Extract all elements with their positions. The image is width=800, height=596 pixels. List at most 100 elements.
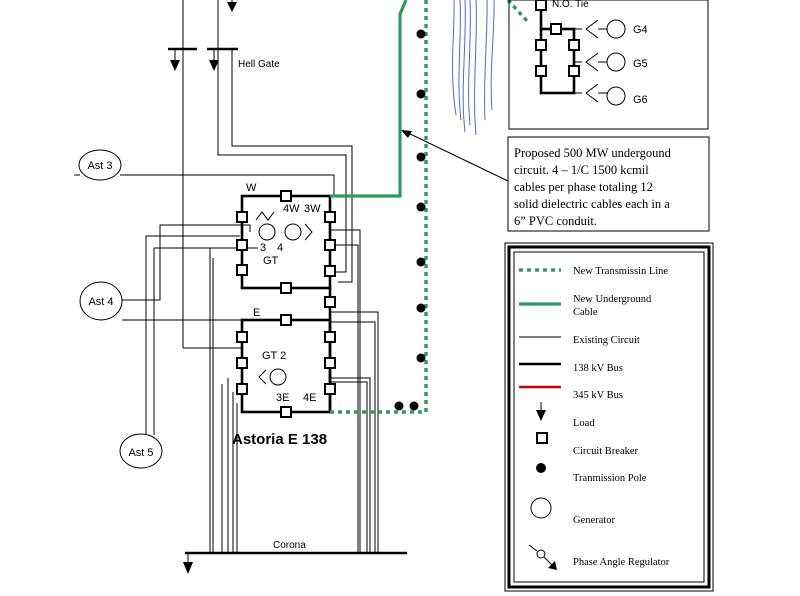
existing-circuits <box>74 49 379 574</box>
pole-icon <box>416 29 426 39</box>
label-w: W <box>246 182 257 194</box>
breaker-icon <box>324 265 336 277</box>
label-4e: 4E <box>303 392 316 404</box>
label-4w: 4W <box>283 203 300 215</box>
circuit-breakers <box>236 190 336 418</box>
pole-icon <box>416 303 426 313</box>
g6-label: G6 <box>633 94 648 106</box>
breaker-icon <box>568 65 580 77</box>
legend-new-ug-1: New Underground <box>573 294 652 305</box>
breaker-icon <box>535 39 547 51</box>
legend: New Transmissin Line New Underground Cab… <box>504 242 714 592</box>
legend-new-ug-2: Cable <box>573 307 598 318</box>
breaker-icon <box>535 0 547 11</box>
legend-par-arrow-icon <box>548 561 557 570</box>
legend-new-transmission: New Transmissin Line <box>573 266 668 277</box>
breaker-icon <box>324 357 336 369</box>
callout: Proposed 500 MW undergound circuit. 4 – … <box>401 130 710 232</box>
load-arrow-icon <box>170 60 180 71</box>
breaker-icon <box>324 239 336 251</box>
ast5-node: Ast 5 <box>119 433 163 469</box>
breaker-icon <box>568 39 580 51</box>
load-arrow-icon <box>183 562 193 574</box>
legend-pole: Tranmission Pole <box>573 473 647 484</box>
pole-icon <box>416 202 426 212</box>
callout-line-3: cables per phase totaling 12 <box>514 180 653 194</box>
pole-icon <box>409 401 419 411</box>
breaker-icon <box>324 211 336 223</box>
generator-icon <box>284 223 302 241</box>
load-arrow-icon <box>209 60 219 71</box>
arrow-head-icon <box>401 130 412 138</box>
legend-breaker: Circuit Breaker <box>573 446 639 457</box>
river-lines <box>452 0 495 136</box>
ast3-node: Ast 3 <box>78 149 122 181</box>
load-arrow-icon <box>227 2 237 12</box>
label-gt: GT <box>263 255 279 267</box>
legend-pole-icon <box>536 463 546 473</box>
legend-generator-icon <box>530 497 552 519</box>
phase-angle-regulator-icon <box>585 19 599 39</box>
breaker-icon <box>236 331 248 343</box>
breaker-icon <box>280 190 292 202</box>
legend-138kv: 138 kV Bus <box>573 363 623 374</box>
phase-angle-regulator-icon <box>585 52 599 72</box>
breaker-icon <box>280 314 292 326</box>
breaker-icon <box>535 65 547 77</box>
pole-icon <box>416 89 426 99</box>
label-3: 3 <box>260 242 266 254</box>
phase-angle-regulator-icon <box>304 223 313 241</box>
breaker-icon <box>236 211 248 223</box>
g5-label: G5 <box>633 58 648 70</box>
ast4-label: Ast 4 <box>88 296 113 308</box>
ast5-label: Ast 5 <box>128 447 153 459</box>
label-gt2: GT 2 <box>262 350 286 362</box>
legend-345kv: 345 kV Bus <box>573 390 623 401</box>
transmission-poles <box>394 29 426 411</box>
breaker-icon <box>236 239 248 251</box>
new-transmission-line-top <box>506 0 530 24</box>
generator-icon <box>269 368 287 386</box>
astoria-generators <box>255 211 313 386</box>
load-arrow-icon <box>536 410 546 421</box>
legend-breaker-icon <box>536 432 548 444</box>
legend-par: Phase Angle Regulator <box>573 557 670 568</box>
callout-line-4: solid dielectric cables each in a <box>514 197 670 211</box>
pole-icon <box>416 152 426 162</box>
new-transmission-line <box>330 0 428 414</box>
corona-bus: Corona <box>185 540 407 555</box>
ast3-label: Ast 3 <box>87 160 112 172</box>
callout-line-2: circuit. 4 – 1/C 1500 kcmil <box>514 163 649 177</box>
pole-icon <box>416 353 426 363</box>
generator-icon <box>606 52 626 72</box>
station-title: Astoria E 138 <box>232 431 327 448</box>
breaker-icon <box>550 23 562 35</box>
corona-label: Corona <box>273 540 306 551</box>
station-labels: W 4W 3W 3 4 GT E GT 2 3E 4E Astoria E 13… <box>232 182 327 448</box>
label-4: 4 <box>277 242 283 254</box>
g4-label: G4 <box>633 24 648 36</box>
legend-existing: Existing Circuit <box>573 335 640 346</box>
breaker-icon <box>324 331 336 343</box>
ast4-node: Ast 4 <box>79 281 123 321</box>
phase-angle-regulator-icon <box>258 369 267 385</box>
new-underground-cable <box>330 0 408 198</box>
breaker-icon <box>280 282 292 294</box>
breaker-icon <box>280 406 292 418</box>
legend-par-circle-icon <box>536 549 546 559</box>
legend-load: Load <box>573 418 595 429</box>
legend-generator: Generator <box>573 515 615 526</box>
no-tie-label: N.O. Tie <box>552 0 589 10</box>
generator-icon <box>606 19 626 39</box>
breaker-icon <box>324 296 336 308</box>
label-e: E <box>253 307 260 319</box>
breaker-icon <box>324 383 336 395</box>
breaker-icon <box>236 357 248 369</box>
phase-angle-regulator-icon <box>585 83 599 103</box>
generator-station-box: N.O. Tie G4 G5 G6 <box>508 0 709 130</box>
label-3e: 3E <box>276 392 289 404</box>
phase-angle-regulator-icon <box>255 211 275 221</box>
breaker-icon <box>236 264 248 276</box>
callout-line-1: Proposed 500 MW undergound <box>514 146 672 160</box>
